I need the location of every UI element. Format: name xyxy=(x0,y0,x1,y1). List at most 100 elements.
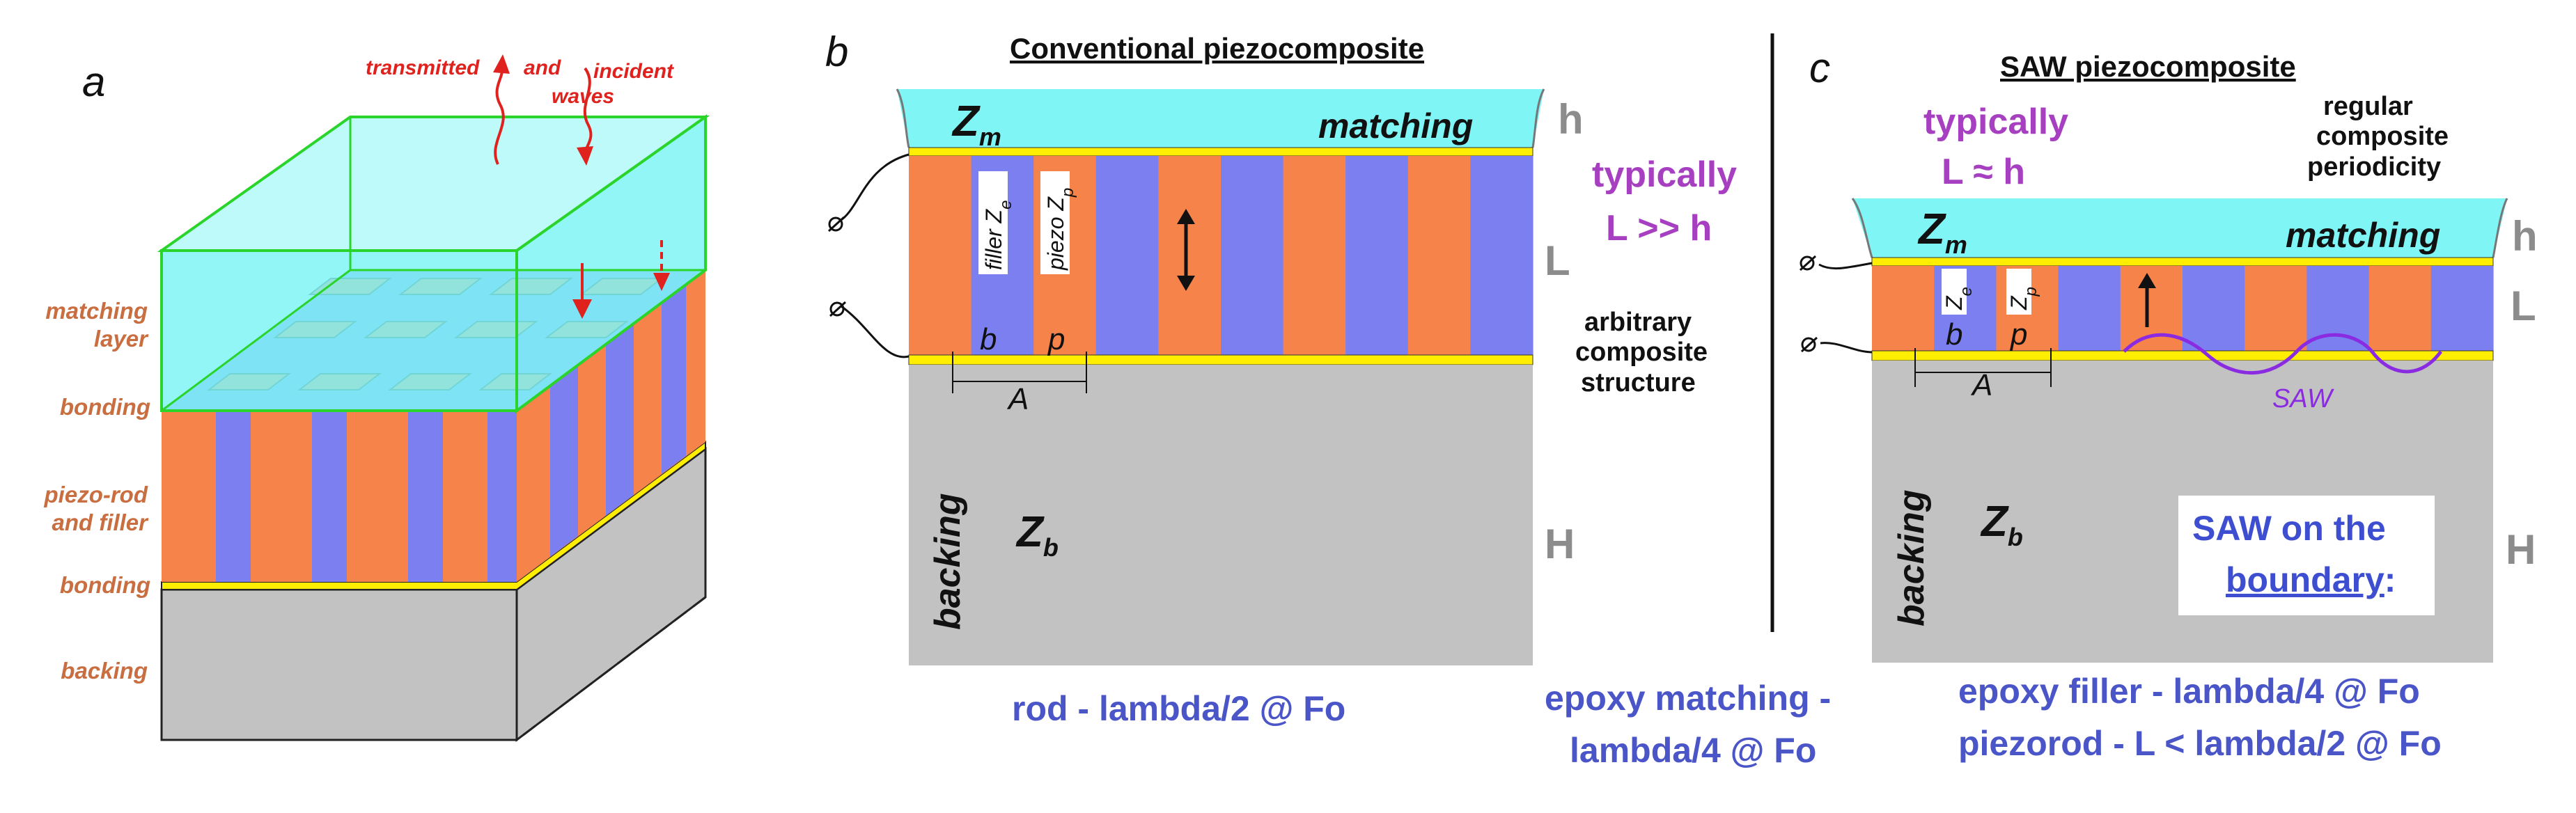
label-A-c: A xyxy=(1970,368,1992,402)
middle-note-1: epoxy matching - xyxy=(1545,679,1831,718)
filler-stripe xyxy=(1095,156,1159,355)
electrode-wire-bottom-c xyxy=(1820,342,1873,354)
middle-note-2: lambda/4 @ Fo xyxy=(1570,731,1816,770)
composite-stripes-b xyxy=(909,156,1533,355)
periodicity-c-1: regular xyxy=(2323,92,2413,121)
label-piezo-rod-2: and filler xyxy=(52,510,149,535)
transmitted-wave-arrowhead xyxy=(493,54,510,74)
piezo-rod-stripe xyxy=(1158,156,1221,355)
structure-b-1: arbitrary xyxy=(1584,308,1692,337)
terminal-top-c xyxy=(1800,255,1815,271)
Zp-label-c: Zp xyxy=(2006,287,2040,310)
backing-b xyxy=(909,365,1533,665)
filler-stripes-front xyxy=(216,411,517,582)
piezo-rod-stripe xyxy=(1872,266,1935,351)
saw-boundary-line1: SAW on the xyxy=(2192,509,2386,548)
incident-wave-arrowhead xyxy=(577,146,593,166)
matching-edge-b xyxy=(896,88,1545,148)
filler-stripe xyxy=(2058,266,2121,351)
panel-c-letter: c xyxy=(1809,45,1830,91)
piezo-rod-stripe xyxy=(2120,266,2183,351)
label-and: and xyxy=(524,56,561,79)
H-label-c: H xyxy=(2506,526,2536,573)
panel-b-title: Conventional piezocomposite xyxy=(1010,32,1424,65)
piezo-label-b: piezo Zp xyxy=(1043,188,1077,271)
electrode-wire-top-c xyxy=(1818,262,1873,270)
Ze-label-box-c xyxy=(1942,269,1967,315)
bonding-layer-bottom-c xyxy=(1871,350,2494,361)
terminal-top-b xyxy=(828,216,843,232)
backing-block-front xyxy=(160,588,518,741)
piezo-rod-stripe xyxy=(1407,156,1471,355)
filler-stripe xyxy=(2430,266,2494,351)
ratio-b: L >> h xyxy=(1606,208,1712,248)
label-bonding-bottom: bonding xyxy=(60,572,150,598)
typically-c: typically xyxy=(1923,102,2068,142)
piezo-rod-stripe xyxy=(909,156,972,355)
typically-b: typically xyxy=(1592,155,1737,195)
electrode-wire-top-b xyxy=(838,153,910,223)
note-c-1: epoxy filler - lambda/4 @ Fo xyxy=(1958,672,2420,711)
L-label-c: L xyxy=(2511,283,2536,329)
saw-wave-curve xyxy=(2123,333,2443,375)
label-A-b: A xyxy=(1006,382,1029,416)
matching-label-c: matching xyxy=(2286,216,2440,255)
bonding-layer-bottom-b xyxy=(908,354,1533,365)
saw-label: SAW xyxy=(2272,384,2334,413)
label-b-b: b xyxy=(980,322,997,356)
label-p-c: p xyxy=(2009,317,2027,352)
label-backing: backing xyxy=(61,658,148,684)
matching-layer-c xyxy=(1852,198,2507,258)
label-incident: incident xyxy=(593,60,675,83)
structure-b-3: structure xyxy=(1581,368,1696,397)
Zm-b: Zm xyxy=(951,97,1001,151)
piezo-label-box-b xyxy=(1040,171,1070,274)
label-matching-layer-1: matching xyxy=(45,298,148,324)
note-b: rod - lambda/2 @ Fo xyxy=(1012,689,1345,728)
periodicity-c-2: composite xyxy=(2316,122,2449,151)
transmitted-wave-arrow xyxy=(494,68,505,165)
filler-label-b: filler Ze xyxy=(981,200,1015,270)
matching-layer-b xyxy=(897,89,1544,148)
backing-label-b: backing xyxy=(928,494,968,631)
wave-arrow-dashed-head xyxy=(653,273,670,291)
note-c-2: piezorod - L < lambda/2 @ Fo xyxy=(1958,724,2442,763)
panel-c-title: SAW piezocomposite xyxy=(2000,50,2296,83)
Zp-label-box-c xyxy=(2006,269,2031,315)
h-label-b: h xyxy=(1558,96,1584,143)
label-piezo-rod-1: piezo-rod xyxy=(44,482,148,507)
filler-stripe xyxy=(1470,156,1533,355)
h-label-c: h xyxy=(2512,213,2538,260)
piezo-rod-stripe xyxy=(1283,156,1346,355)
H-label-b: H xyxy=(1545,521,1575,567)
piezo-rod-stripe xyxy=(2368,266,2432,351)
panel-b-letter: b xyxy=(825,29,848,75)
Zm-c: Zm xyxy=(1917,205,1967,259)
label-transmitted: transmitted xyxy=(366,56,480,79)
label-bonding-top: bonding xyxy=(60,394,150,420)
panel-b: b Conventional piezocomposite filler Ze … xyxy=(825,29,1737,728)
panel-a-letter: a xyxy=(82,58,105,105)
structure-b-2: composite xyxy=(1575,338,1708,367)
saw-boundary-line2: boundary: xyxy=(2226,560,2396,599)
bonding-layer-top-b xyxy=(908,147,1533,157)
label-matching-layer-2: layer xyxy=(94,326,149,352)
filler-stripe xyxy=(1221,156,1284,355)
matching-layer-front xyxy=(160,249,518,412)
label-waves: waves xyxy=(552,85,614,108)
Zb-b: Zb xyxy=(1015,508,1059,562)
wave-arrow-solid-head xyxy=(572,299,592,319)
panel-c: c SAW piezocomposite typically L ≈ h reg… xyxy=(1799,45,2538,763)
terminal-bottom-b xyxy=(829,301,845,317)
periodicity-c-3: periodicity xyxy=(2307,152,2441,182)
filler-stripes-side xyxy=(550,285,686,557)
matching-edge-c xyxy=(1851,198,2508,258)
backing-label-c: backing xyxy=(1891,490,1932,627)
Ze-label-c: Ze xyxy=(1942,287,1976,310)
panel-a: a xyxy=(44,54,710,743)
filler-stripe xyxy=(2183,266,2245,351)
saw-boundary-box xyxy=(2178,496,2435,615)
incident-wave-arrow xyxy=(583,67,593,155)
matching-label-b: matching xyxy=(1318,106,1473,145)
